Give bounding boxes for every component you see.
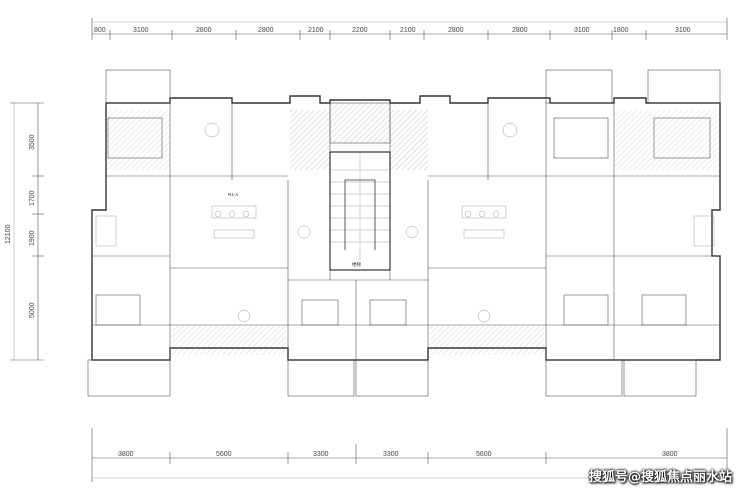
stair-label: 楼梯 xyxy=(352,261,361,268)
bottom-dimension-line: 3800 5600 3300 3300 5600 3800 xyxy=(91,428,728,482)
bottom-dim-1: 3800 xyxy=(118,451,134,458)
left-dim-total: 12100 xyxy=(5,224,12,244)
top-dim-10: 3100 xyxy=(574,27,590,34)
top-dim-7: 2100 xyxy=(400,27,416,34)
left-dim-4: 5000 xyxy=(29,302,36,318)
top-dim-4: 2800 xyxy=(258,27,274,34)
top-dim-11: 1800 xyxy=(613,27,629,34)
left-dim-2: 1700 xyxy=(29,190,36,206)
top-dim-3: 2800 xyxy=(196,27,212,34)
top-dim-9: 2800 xyxy=(512,27,528,34)
bottom-dim-4: 3300 xyxy=(383,451,399,458)
left-dimension-line: 3500 1700 1900 5000 12100 xyxy=(5,102,44,361)
left-dim-1: 3500 xyxy=(29,134,36,150)
left-dim-3: 1900 xyxy=(29,230,36,246)
top-dim-8: 2800 xyxy=(448,27,464,34)
bottom-dim-5: 5600 xyxy=(476,451,492,458)
top-dimension-line: 800 3100 2800 2800 2100 2200 2100 2800 2… xyxy=(91,18,728,40)
watermark: 搜狐号@搜狐焦点丽水站 xyxy=(588,470,732,485)
bottom-dim-3: 3300 xyxy=(313,451,329,458)
bottom-dim-6: 3800 xyxy=(662,451,678,458)
unit-label: N1-A xyxy=(228,192,238,197)
top-dim-1: 800 xyxy=(94,27,106,34)
top-dim-2: 3100 xyxy=(133,27,149,34)
top-dim-12: 3100 xyxy=(675,27,691,34)
bottom-dim-2: 5600 xyxy=(216,451,232,458)
top-dim-6: 2200 xyxy=(352,27,368,34)
top-dim-5: 2100 xyxy=(308,27,324,34)
building-outline: 楼梯 N1-A xyxy=(87,69,721,397)
